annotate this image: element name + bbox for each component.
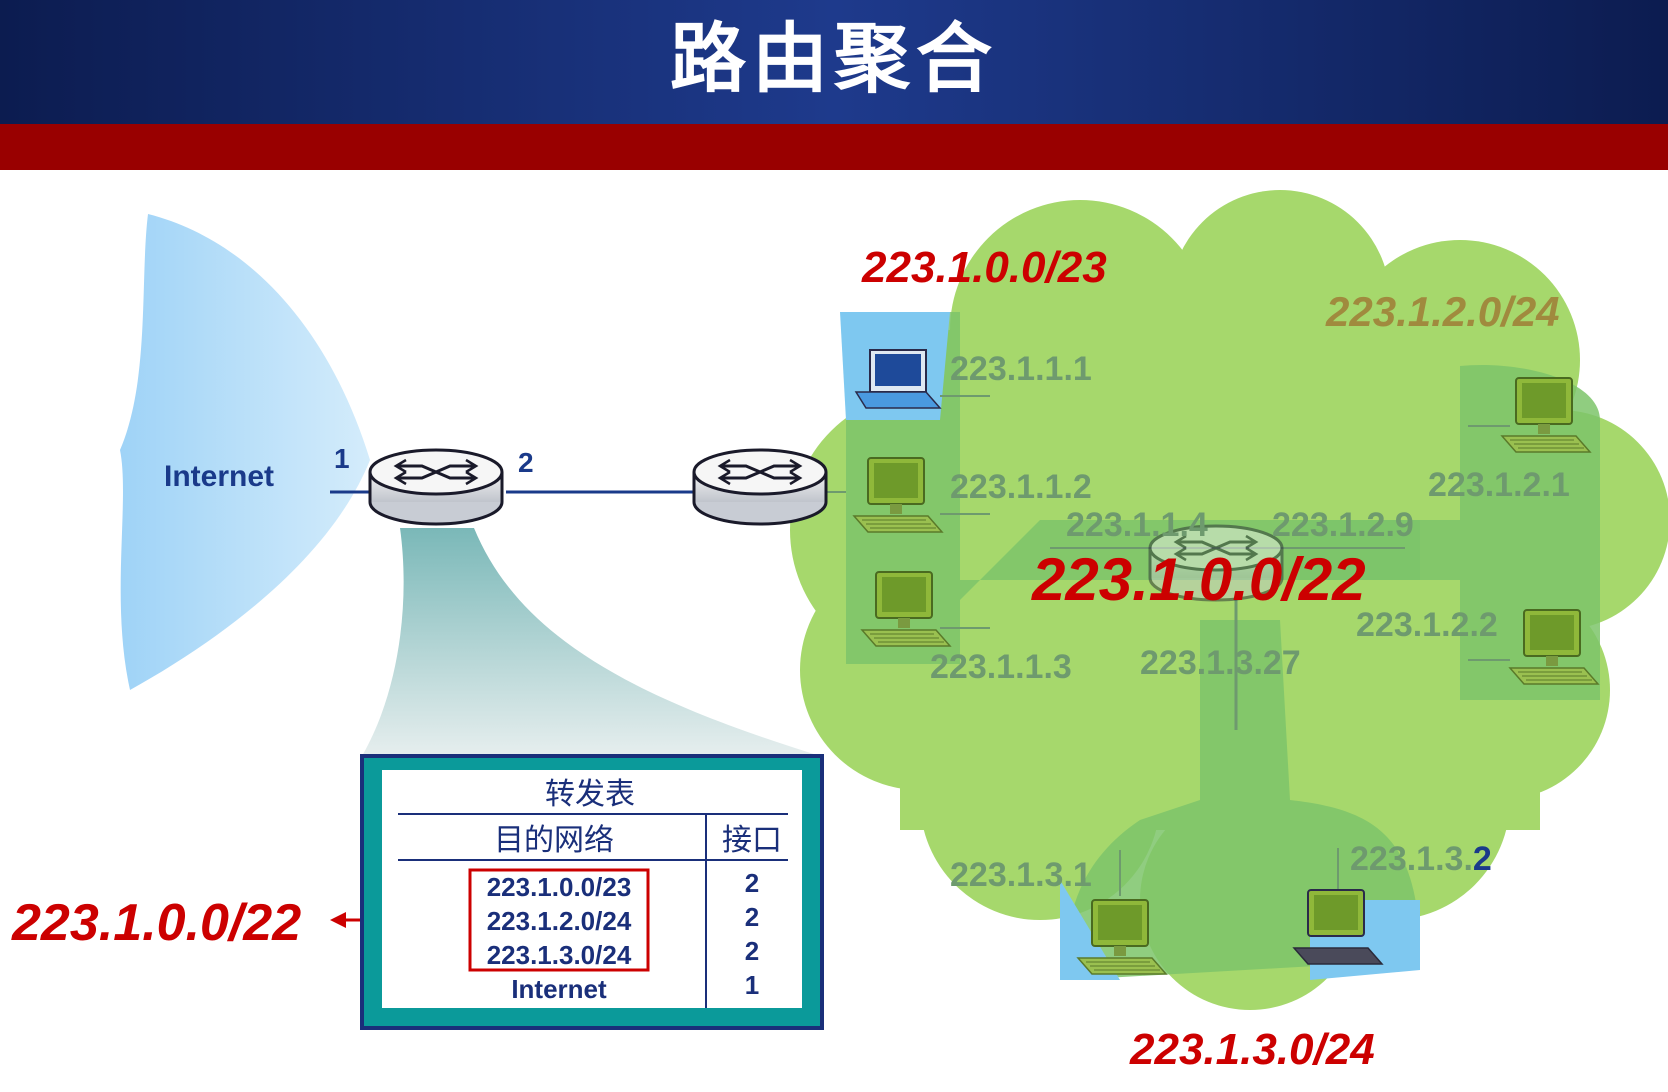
table-row-1-iface: 2 [745,868,759,898]
table-row-1-dest: 223.1.0.0/23 [487,872,632,902]
table-row-4-iface: 1 [745,970,759,1000]
forwarding-table-title: 转发表 [545,777,635,812]
col-dest-header: 目的网络 [494,823,614,858]
arrow-head-icon [330,912,346,928]
host-223-1-2-1: 223.1.2.1 [1428,466,1570,504]
table-row-4-dest: Internet [511,974,607,1004]
table-row-2-dest: 223.1.2.0/24 [487,906,632,936]
table-row-3-iface: 2 [745,936,759,966]
router-isp-icon [692,448,828,526]
net-3-label: 223.1.3.0/24 [1129,1025,1375,1074]
table-row-3-dest: 223.1.3.0/24 [487,940,632,970]
interface-1-label: 1 [334,443,350,474]
slide-title: 路由聚合 [670,14,998,103]
host-223-1-3-2-suffix: 2 [1473,840,1492,878]
net-2-label: 223.1.2.0/24 [1325,288,1560,335]
host-223-1-3-2-prefix: 223.1.3. [1350,840,1473,878]
laptop-icon [854,349,942,409]
pc-223-1-3-2-icon [1292,889,1384,965]
host-223-1-1-1: 223.1.1.1 [950,350,1092,388]
aggregated-rows-box [468,868,650,972]
aggregate-left-label: 223.1.0.0/22 [11,894,301,952]
internet-label: Internet [164,460,274,493]
table-rows: 223.1.0.0/23 2 223.1.2.0/24 2 223.1.3.0/… [487,868,760,1004]
aggregate-center-label: 223.1.0.0/22 [1031,546,1366,613]
host-223-1-1-4: 223.1.1.4 [1066,506,1208,544]
forwarding-table: 转发表 目的网络 接口 223.1.0.0/23 2 223.1.2.0/24 … [360,754,824,1030]
host-223-1-3-1: 223.1.3.1 [950,856,1092,894]
red-band [0,124,1668,170]
host-223-1-1-2: 223.1.1.2 [950,468,1092,506]
table-row-2-iface: 2 [745,902,759,932]
col-iface-header: 接口 [722,823,782,858]
host-223-1-3-27: 223.1.3.27 [1140,644,1301,682]
interface-2-label: 2 [518,447,534,478]
host-223-1-2-9: 223.1.2.9 [1272,506,1414,544]
host-223-1-1-3: 223.1.1.3 [930,648,1072,686]
title-bar [0,0,1668,124]
internet-cloud [120,214,370,690]
block-23-label: 223.1.0.0/23 [861,243,1107,292]
router-edge-icon [368,448,504,526]
zoom-funnel [362,528,820,756]
host-223-1-2-2: 223.1.2.2 [1356,606,1498,644]
host-223-1-3-2: 223.1.3.2 [1350,840,1492,878]
